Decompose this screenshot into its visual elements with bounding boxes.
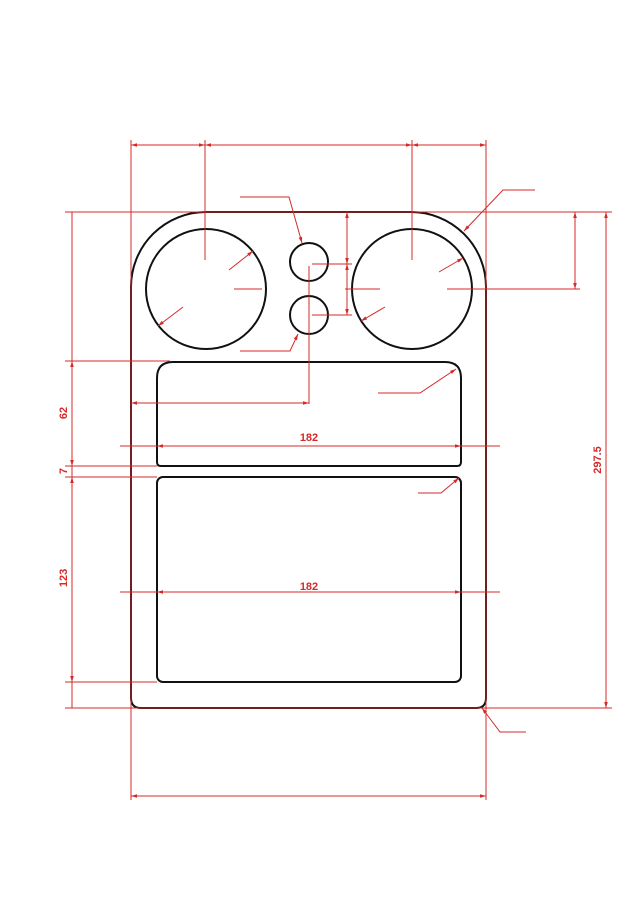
dimension-lines [70, 143, 608, 798]
dim-upper-pocket-height: 62 [58, 407, 70, 419]
dim-lower-pocket-width: 182 [300, 581, 318, 593]
leader-lines [157, 189, 535, 733]
extension-lines [65, 140, 612, 800]
dim-lower-pocket-height: 123 [58, 569, 70, 587]
left-cup-hole [145, 228, 267, 350]
dim-upper-pocket-width: 182 [300, 432, 318, 444]
upper-pocket [156, 361, 462, 467]
dim-gap-height: 7 [58, 468, 70, 474]
lower-pocket [156, 476, 462, 683]
dim-total-height: 297.5 [592, 446, 604, 474]
